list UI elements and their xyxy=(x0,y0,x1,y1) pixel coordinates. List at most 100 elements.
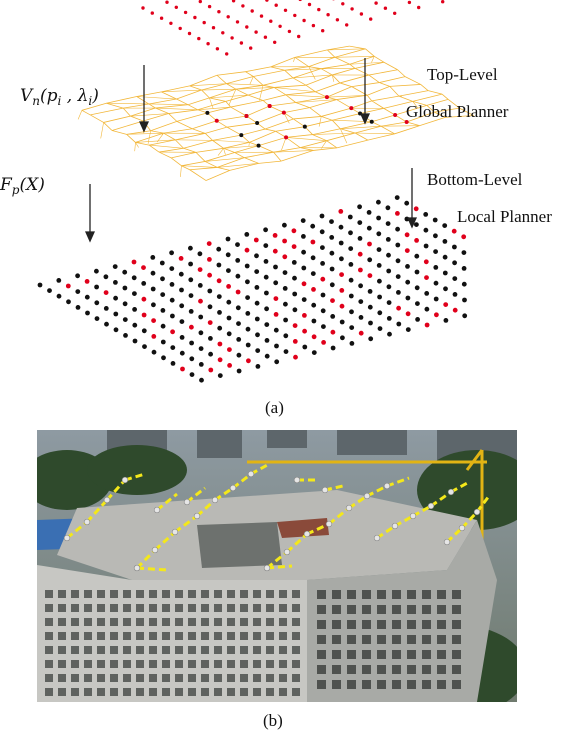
window xyxy=(110,660,118,668)
window xyxy=(162,688,170,696)
path-segment xyxy=(306,522,330,536)
bottom-grid-dot xyxy=(179,303,185,309)
window xyxy=(279,632,287,640)
bottom-grid-dot xyxy=(207,272,213,278)
path-segment xyxy=(386,476,410,488)
mesh-edge xyxy=(262,77,294,86)
top-grid-dot xyxy=(393,11,397,15)
waypoint xyxy=(325,520,333,528)
mesh-edge xyxy=(354,68,370,76)
bottom-grid-dot xyxy=(293,354,298,360)
window xyxy=(201,632,209,640)
bottom-grid-dot xyxy=(113,311,119,317)
mesh-edge xyxy=(176,89,202,100)
arrow-fp-down xyxy=(84,184,96,243)
mesh-edge xyxy=(428,90,443,95)
window xyxy=(136,590,144,598)
planned-path xyxy=(63,462,491,572)
bottom-grid-dot xyxy=(368,320,373,326)
path-segment xyxy=(214,486,234,502)
waypoint xyxy=(229,484,237,492)
bottom-grid-dot xyxy=(217,357,223,363)
mesh-strand xyxy=(331,74,335,82)
mesh-edge xyxy=(126,132,164,135)
mesh-node xyxy=(214,118,219,123)
mesh-edge xyxy=(148,144,160,153)
bottom-grid-dot xyxy=(132,322,138,328)
bottom-grid-dot xyxy=(319,229,325,235)
arrow-vn-down xyxy=(138,65,150,133)
window xyxy=(227,618,235,626)
mesh-edge xyxy=(459,107,474,116)
window xyxy=(45,604,53,612)
bottom-grid-dot xyxy=(339,303,345,309)
mesh-edge xyxy=(163,128,193,134)
bottom-grid-dot xyxy=(349,309,354,315)
bottom-grid-dot xyxy=(179,335,185,340)
window xyxy=(452,650,461,659)
bottom-grid-dot xyxy=(320,261,325,266)
window xyxy=(110,618,118,626)
window xyxy=(253,688,261,696)
bottom-grid-dot xyxy=(84,294,90,300)
bottom-grid-dot xyxy=(131,275,137,281)
bottom-grid-dot xyxy=(301,265,307,271)
path-segment xyxy=(105,478,127,502)
window xyxy=(347,650,356,659)
mesh-edge xyxy=(226,83,264,86)
window xyxy=(266,688,274,696)
bottom-grid-dot xyxy=(188,309,194,314)
bottom-grid-dot xyxy=(329,235,335,240)
bottom-grid-dot xyxy=(310,223,316,229)
bottom-grid-dot xyxy=(263,227,268,233)
bottom-grid-dot xyxy=(366,225,372,231)
mesh-edge xyxy=(326,132,356,142)
waypoint xyxy=(473,508,481,516)
mesh-edge xyxy=(130,107,156,117)
mesh-edge xyxy=(256,112,285,124)
mesh-edge xyxy=(90,107,124,116)
mesh-edge xyxy=(130,115,144,122)
bottom-grid-dot xyxy=(189,340,195,346)
mesh-edge xyxy=(447,99,460,109)
bottom-grid-dot xyxy=(433,296,439,302)
window xyxy=(214,646,222,654)
bottom-grid-dot xyxy=(273,327,279,333)
mesh-edge xyxy=(168,109,198,114)
window xyxy=(452,680,461,689)
mesh-edge xyxy=(354,132,369,141)
mesh-edge xyxy=(122,107,131,117)
bottom-grid-dot xyxy=(302,328,307,334)
mesh-strand xyxy=(100,122,104,139)
mesh-node xyxy=(302,124,307,129)
bottom-grid-dot xyxy=(216,278,222,284)
window xyxy=(201,604,209,612)
path-segment xyxy=(412,504,432,518)
top-grid-dot xyxy=(193,15,197,20)
bottom-grid-dot xyxy=(273,264,278,270)
mesh-edge xyxy=(106,102,149,105)
bottom-grid-dot xyxy=(442,254,448,260)
window xyxy=(317,590,326,599)
mesh-edge xyxy=(295,96,328,103)
mesh-edge xyxy=(253,76,264,86)
mesh-edge xyxy=(189,83,227,87)
bottom-grid-dot xyxy=(301,297,307,302)
mesh-edge xyxy=(262,94,286,101)
path-segment xyxy=(232,472,252,490)
bottom-grid-dot xyxy=(132,307,138,312)
bottom-grid-dot xyxy=(198,314,204,320)
bottom-grid-dot xyxy=(188,245,193,251)
bottom-grid-dot xyxy=(395,274,401,279)
window xyxy=(162,674,170,682)
bottom-grid-dot xyxy=(206,241,212,247)
mesh-node xyxy=(393,112,398,117)
bottom-level-dot-grid xyxy=(37,195,468,383)
bottom-grid-dot xyxy=(310,239,316,245)
mesh-edge xyxy=(285,137,301,148)
mesh-edge xyxy=(371,100,384,109)
mesh-edge xyxy=(189,167,218,171)
window xyxy=(362,635,371,644)
mesh-edge xyxy=(111,120,144,131)
mesh-edge xyxy=(247,87,275,96)
